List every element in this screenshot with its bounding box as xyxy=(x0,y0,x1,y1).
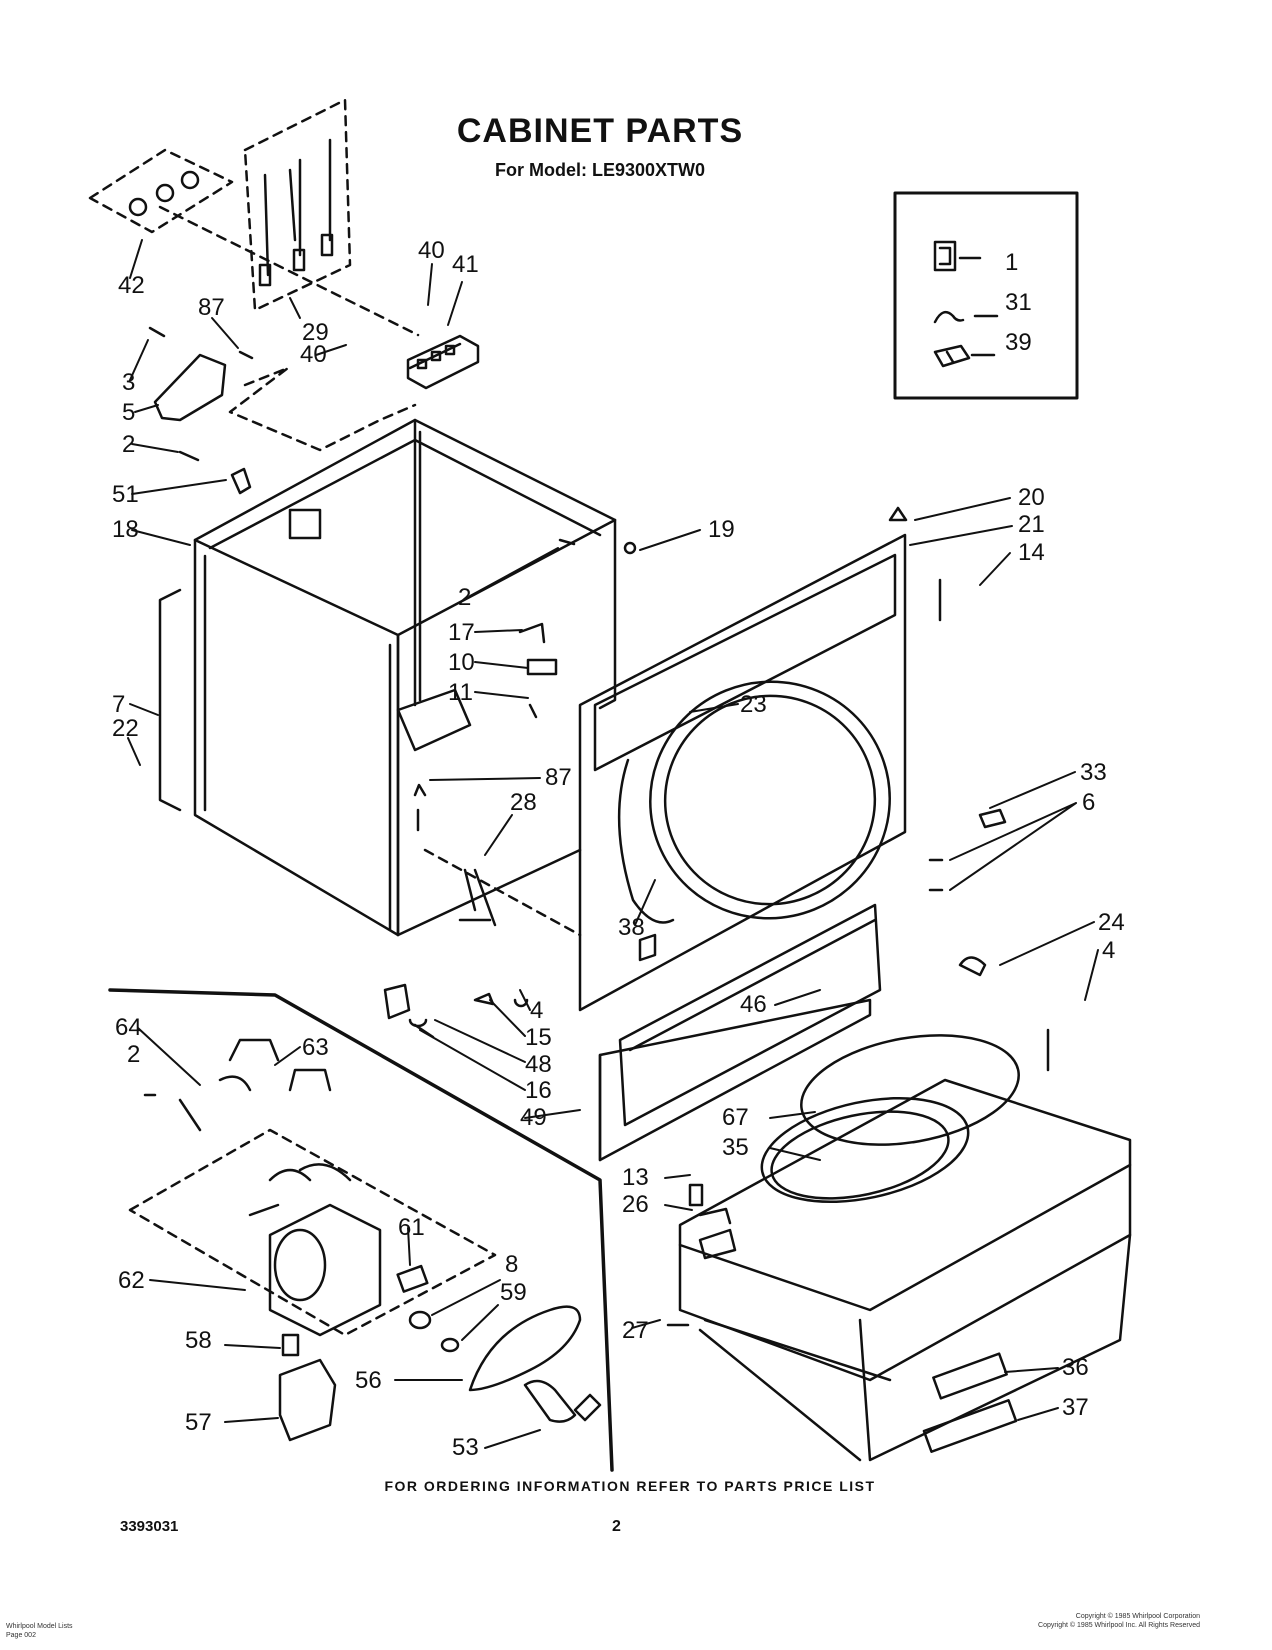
callout-7: 7 xyxy=(112,691,125,718)
callout-2: 2 xyxy=(122,431,135,458)
callout-13: 13 xyxy=(622,1164,649,1191)
model-subtitle: For Model: LE9300XTW0 xyxy=(494,160,706,180)
callout-48: 48 xyxy=(525,1051,552,1078)
callout-21: 21 xyxy=(1018,511,1045,538)
drive-belt-56 xyxy=(468,1305,582,1392)
callout-11: 11 xyxy=(448,679,473,706)
cabinet-body xyxy=(193,418,617,637)
belt-ring-67 xyxy=(800,1034,1020,1146)
callout-40: 40 xyxy=(300,341,327,368)
callout-5: 5 xyxy=(122,399,135,426)
callout-87: 87 xyxy=(198,294,225,321)
motor xyxy=(268,1203,382,1337)
front-panel xyxy=(578,533,907,1012)
copyright-line: Copyright © 1985 Whirlpool Corporation xyxy=(1075,1613,1200,1620)
callout-31: 31 xyxy=(1005,289,1032,316)
callout-36: 36 xyxy=(1062,1354,1089,1381)
motor-bracket-57 xyxy=(278,1358,337,1442)
callout-35: 35 xyxy=(722,1134,749,1161)
callout-24: 24 xyxy=(1098,909,1125,936)
copyright: Copyright © 1985 Whirlpool Corporation C… xyxy=(1000,1612,1200,1630)
callout-8: 8 xyxy=(505,1251,518,1278)
callout-41: 41 xyxy=(452,251,479,278)
callout-64: 64 xyxy=(115,1014,142,1041)
callout-23: 23 xyxy=(740,691,767,718)
callout-22: 22 xyxy=(112,715,139,742)
callout-37: 37 xyxy=(1062,1394,1089,1421)
callout-42: 42 xyxy=(118,272,145,299)
part-31-spring xyxy=(933,310,965,324)
callout-17: 17 xyxy=(448,619,475,646)
part-1-clip xyxy=(933,240,957,272)
callout-6: 6 xyxy=(1082,789,1095,816)
callout-28: 28 xyxy=(510,789,537,816)
copyright-line: Copyright © 1985 Whirlpool Inc. All Righ… xyxy=(1038,1622,1200,1629)
callout-3: 3 xyxy=(122,369,135,396)
callout-62: 62 xyxy=(118,1267,145,1294)
callout-61: 61 xyxy=(398,1214,425,1241)
harness-panel-dashed xyxy=(243,98,352,312)
callout-14: 14 xyxy=(1018,539,1045,566)
inset-box xyxy=(893,191,1079,400)
callout-33: 33 xyxy=(1080,759,1107,786)
footer-left: Whirlpool Model Lists Page 002 xyxy=(6,1622,73,1640)
foot-pad-37 xyxy=(922,1399,1018,1453)
callout-29: 29 xyxy=(302,319,329,346)
callout-19: 19 xyxy=(708,516,735,543)
callout-59: 59 xyxy=(500,1279,527,1306)
bracket-5 xyxy=(153,353,227,422)
callout-4: 4 xyxy=(530,997,543,1024)
callout-20: 20 xyxy=(1018,484,1045,511)
door-opening xyxy=(649,680,891,920)
callout-10: 10 xyxy=(448,649,475,676)
callout-38: 38 xyxy=(618,914,645,941)
callout-56: 56 xyxy=(355,1367,382,1394)
callout-57: 57 xyxy=(185,1409,212,1436)
callout-53: 53 xyxy=(452,1434,479,1461)
page-number: 2 xyxy=(612,1518,621,1535)
callout-15: 15 xyxy=(525,1024,552,1051)
callout-1: 1 xyxy=(1005,249,1018,276)
callout-39: 39 xyxy=(1005,329,1032,356)
callout-40: 40 xyxy=(418,237,445,264)
callout-26: 26 xyxy=(622,1191,649,1218)
motor-panel-dashed xyxy=(128,1128,497,1337)
callout-27: 27 xyxy=(622,1317,649,1344)
foot-slot-36 xyxy=(932,1352,1008,1400)
callout-51: 51 xyxy=(112,481,139,508)
callout-49: 49 xyxy=(520,1104,547,1131)
document-number: 3393031 xyxy=(120,1518,179,1535)
callout-87: 87 xyxy=(545,764,572,791)
callout-18: 18 xyxy=(112,516,139,543)
callout-2: 2 xyxy=(127,1041,140,1068)
callout-4: 4 xyxy=(1102,937,1115,964)
page-title: CABINET PARTS xyxy=(456,112,744,150)
ordering-note: FOR ORDERING INFORMATION REFER TO PARTS … xyxy=(384,1478,876,1494)
toe-panel-46 xyxy=(618,903,882,1127)
callout-67: 67 xyxy=(722,1104,749,1131)
knob-panel-dashed xyxy=(88,148,234,234)
callout-16: 16 xyxy=(525,1077,552,1104)
idler-wheel-8 xyxy=(408,1310,432,1330)
footer-left-line: Page 002 xyxy=(6,1632,36,1639)
part-39-connector xyxy=(933,344,971,368)
callout-58: 58 xyxy=(185,1327,212,1354)
callout-46: 46 xyxy=(740,991,767,1018)
footer-left-line: Whirlpool Model Lists xyxy=(6,1623,73,1630)
callout-2: 2 xyxy=(458,584,471,611)
callout-63: 63 xyxy=(302,1034,329,1061)
